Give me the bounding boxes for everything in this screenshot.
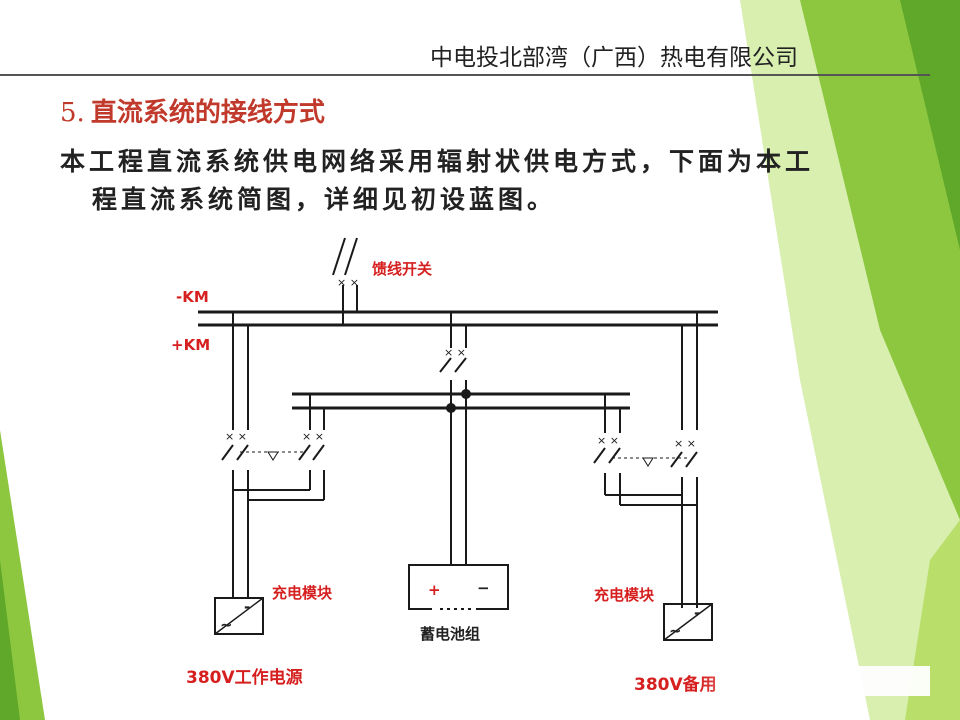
charger-right-ac-symbol: ~ (669, 622, 682, 640)
charger-right-label: 充电模块 (594, 586, 655, 604)
company-name: 中电投北部湾（广西）热电有限公司 (430, 45, 798, 71)
bus-positive-label: +KM (171, 336, 210, 354)
section-heading: 5.直流系统的接线方式 (60, 92, 325, 129)
battery-box (408, 564, 509, 611)
section-title: 直流系统的接线方式 (90, 98, 325, 128)
source-left-label: 380V工作电源 (186, 667, 303, 688)
battery-label: 蓄电池组 (420, 625, 480, 643)
svg-text:× ×: × × (302, 430, 324, 443)
svg-text:× ×: × × (674, 437, 696, 450)
bus-negative-label: -KM (176, 288, 209, 306)
feeder-switch-symbol: × × (332, 237, 359, 325)
body-text-line-1: 本工程直流系统供电网络采用辐射状供电方式，下面为本工 (60, 147, 815, 176)
charger-left-dc-symbol: - (244, 598, 250, 616)
svg-text:× ×: × × (597, 434, 619, 447)
svg-text:× ×: × × (337, 276, 359, 289)
left-charger-box (214, 597, 264, 635)
header-divider (0, 74, 930, 76)
charger-left-ac-symbol: ~ (220, 616, 233, 634)
right-charger-box (663, 603, 713, 641)
right-charger-circuit: × × × × (593, 312, 698, 608)
body-text-line-2: 程直流系统简图，详细见初设蓝图。 (92, 185, 557, 214)
watermark-fade (700, 666, 930, 696)
section-number: 5. (60, 98, 85, 128)
svg-text:× ×: × × (225, 430, 247, 443)
svg-text:× ×: × × (444, 346, 466, 359)
battery-plus-sign: + (428, 581, 441, 599)
left-charger-circuit: × × × × (221, 312, 325, 598)
battery-switch-symbol: × × (439, 312, 471, 565)
feeder-switch-label: 馈线开关 (371, 260, 432, 278)
charger-right-dc-symbol: - (694, 604, 700, 622)
battery-minus-sign: − (477, 579, 490, 597)
source-right-label: 380V备用 (634, 674, 717, 695)
charger-left-label: 充电模块 (272, 584, 333, 602)
